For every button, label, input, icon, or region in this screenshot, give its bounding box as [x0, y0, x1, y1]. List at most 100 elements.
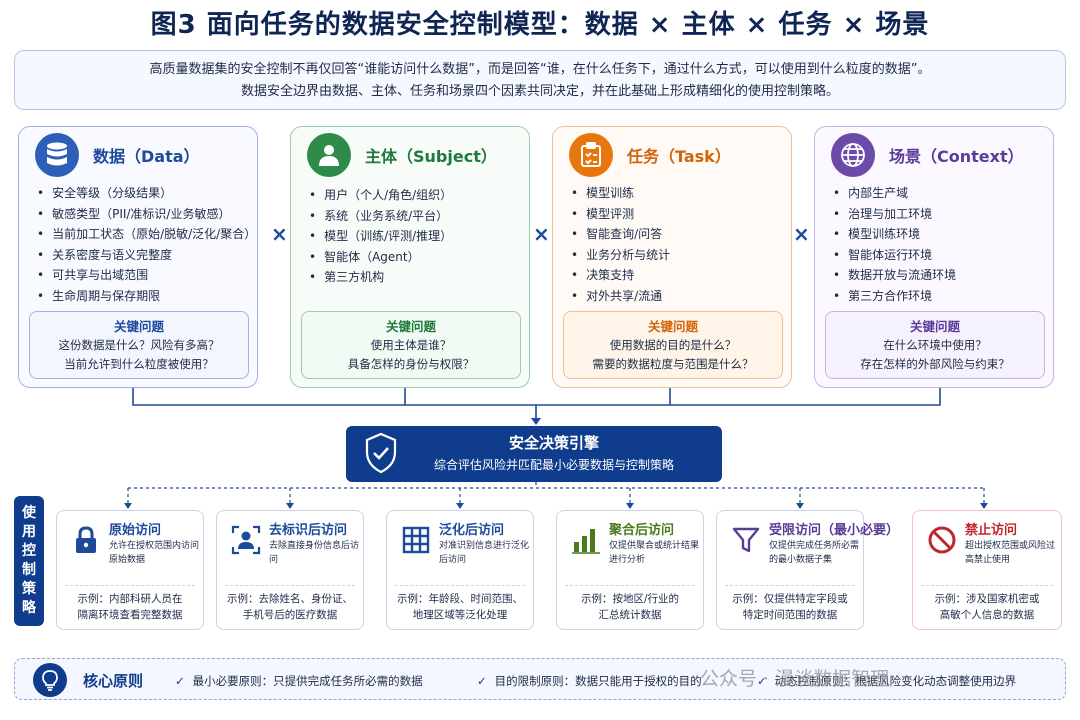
policy-restricted-access: 受限访问（最小必要） 仅提供完成任务所必需的最小数据子集 示例：仅提供特定字段或… — [716, 510, 899, 630]
card-title: 数据（Data） — [93, 147, 200, 166]
list-item: 模型评测 — [571, 204, 670, 225]
key-question-title: 关键问题 — [113, 319, 164, 334]
key-question-title: 关键问题 — [909, 319, 960, 334]
policy-example-line: 高敏个人信息的数据 — [939, 609, 1035, 621]
card-data: 数据（Data） 安全等级（分级结果） 敏感类型（PII/准标识/业务敏感） 当… — [18, 126, 258, 388]
principle-text: 动态控制原则：根据风险变化动态调整使用边界 — [774, 674, 1017, 688]
policy-title: 聚合后访问 — [609, 523, 675, 538]
strategy-label-char: 制 — [22, 562, 36, 578]
strategy-label-char: 使 — [22, 505, 36, 521]
globe-icon — [831, 133, 875, 177]
key-question-box: 关键问题 使用数据的目的是什么？ 需要的数据粒度与范围是什么？ — [563, 311, 783, 379]
principle-item: ✓动态控制原则：根据风险变化动态调整使用边界 — [757, 673, 1016, 689]
list-item: 关系密度与语义完整度 — [37, 245, 256, 266]
card-title: 主体（Subject） — [365, 147, 497, 166]
policy-example-line: 示例：涉及国家机密或 — [934, 593, 1040, 605]
core-principles-bar: 核心原则 ✓最小必要原则：只提供完成任务所必需的数据 ✓目的限制原则：数据只能用… — [14, 658, 1066, 700]
policy-title: 原始访问 — [109, 523, 162, 538]
list-item: 业务分析与统计 — [571, 245, 670, 266]
policy-example-line: 示例：内部科研人员在 — [77, 593, 183, 605]
policy-example: 示例：仅提供特定字段或 特定时间范围的数据 — [721, 591, 859, 623]
security-decision-engine: 安全决策引擎 综合评估风险并匹配最小必要数据与控制策略 — [346, 426, 722, 482]
list-item: 用户（个人/角色/组织） — [309, 185, 452, 206]
strategy-label: 使 用 控 制 策 略 — [14, 496, 44, 626]
principle-text: 最小必要原则：只提供完成任务所必需的数据 — [192, 674, 423, 688]
policy-example-line: 示例：仅提供特定字段或 — [732, 593, 848, 605]
clipboard-icon — [569, 133, 613, 177]
engine-subtitle: 综合评估风险并匹配最小必要数据与控制策略 — [433, 458, 674, 472]
check-icon: ✓ — [477, 674, 487, 688]
list-item: 对外共享/流通 — [571, 286, 670, 307]
policy-example-line: 隔离环境查看完整数据 — [77, 609, 183, 621]
policy-example-line: 地理区域等泛化处理 — [412, 609, 508, 621]
engine-title: 安全决策引擎 — [508, 434, 599, 452]
policy-desc: 仅提供聚合或统计结果进行分析 — [609, 541, 700, 565]
list-item: 智能体运行环境 — [833, 245, 956, 266]
list-item: 智能查询/问答 — [571, 224, 670, 245]
policy-raw-access: 原始访问 允许在授权范围内访问原始数据 示例：内部科研人员在 隔离环境查看完整数… — [56, 510, 204, 630]
list-item: 可共享与出域范围 — [37, 265, 256, 286]
policy-example: 示例：年龄段、时间范围、 地理区域等泛化处理 — [391, 591, 529, 623]
times-symbol: × — [533, 222, 550, 246]
lock-icon — [69, 523, 103, 557]
key-question-line: 在什么环境中使用？ — [883, 338, 987, 352]
card-title: 任务（Task） — [627, 147, 731, 166]
list-item: 第三方机构 — [309, 267, 452, 288]
list-item: 模型（训练/评测/推理） — [309, 226, 452, 247]
list-item: 模型训练 — [571, 183, 670, 204]
bar-chart-icon — [569, 523, 603, 557]
filter-icon — [729, 523, 763, 557]
principle-item: ✓目的限制原则：数据只能用于授权的目的 — [477, 673, 702, 689]
card-items: 内部生产域 治理与加工环境 模型训练环境 智能体运行环境 数据开放与流通环境 第… — [833, 183, 956, 306]
key-question-title: 关键问题 — [385, 319, 436, 334]
policy-example-line: 示例：去除姓名、身份证、 — [227, 593, 353, 605]
card-title: 场景（Context） — [889, 147, 1024, 166]
key-question-title: 关键问题 — [647, 319, 698, 334]
times-symbol: × — [793, 222, 810, 246]
anonymous-user-icon — [229, 523, 263, 557]
policy-title: 禁止访问 — [965, 523, 1018, 538]
list-item: 内部生产域 — [833, 183, 956, 204]
intro-box: 高质量数据集的安全控制不再仅回答“谁能访问什么数据”，而是回答“谁，在什么任务下… — [14, 50, 1066, 110]
list-item: 模型训练环境 — [833, 224, 956, 245]
key-question-box: 关键问题 在什么环境中使用？ 存在怎样的外部风险与约束？ — [825, 311, 1045, 379]
policy-title: 去标识后访问 — [269, 523, 348, 538]
card-context: 场景（Context） 内部生产域 治理与加工环境 模型训练环境 智能体运行环境… — [814, 126, 1054, 388]
policy-generalized-access: 泛化后访问 对准识别信息进行泛化后访问 示例：年龄段、时间范围、 地理区域等泛化… — [386, 510, 534, 630]
policy-aggregated-access: 聚合后访问 仅提供聚合或统计结果进行分析 示例：按地区/行业的 汇总统计数据 — [556, 510, 704, 630]
database-icon — [35, 133, 79, 177]
key-question-line: 存在怎样的外部风险与约束？ — [860, 357, 1010, 371]
card-task: 任务（Task） 模型训练 模型评测 智能查询/问答 业务分析与统计 决策支持 … — [552, 126, 792, 388]
core-title: 核心原则 — [83, 672, 144, 690]
key-question-line: 需要的数据粒度与范围是什么？ — [592, 357, 754, 371]
card-items: 模型训练 模型评测 智能查询/问答 业务分析与统计 决策支持 对外共享/流通 — [571, 183, 670, 306]
key-question-box: 关键问题 使用主体是谁？ 具备怎样的身份与权限？ — [301, 311, 521, 379]
times-symbol: × — [271, 222, 288, 246]
key-question-line: 具备怎样的身份与权限？ — [347, 357, 475, 371]
key-question-line: 当前允许到什么粒度被使用？ — [64, 357, 214, 371]
policy-example-line: 手机号后的医疗数据 — [242, 609, 338, 621]
policy-desc: 对准识别信息进行泛化后访问 — [439, 541, 530, 565]
list-item: 当前加工状态（原始/脱敏/泛化/聚合） — [37, 224, 256, 245]
grid-icon — [399, 523, 433, 557]
key-question-box: 关键问题 这份数据是什么？风险有多高？ 当前允许到什么粒度被使用？ — [29, 311, 249, 379]
key-question-line: 这份数据是什么？风险有多高？ — [58, 338, 220, 352]
lightbulb-icon — [33, 663, 67, 697]
policy-example-line: 汇总统计数据 — [598, 609, 662, 621]
list-item: 安全等级（分级结果） — [37, 183, 256, 204]
list-item: 系统（业务系统/平台） — [309, 206, 452, 227]
policy-desc: 去除直接身份信息后访问 — [269, 541, 360, 565]
policy-example: 示例：内部科研人员在 隔离环境查看完整数据 — [61, 591, 199, 623]
key-question-line: 使用数据的目的是什么？ — [609, 338, 737, 352]
list-item: 敏感类型（PII/准标识/业务敏感） — [37, 204, 256, 225]
policy-example: 示例：按地区/行业的 汇总统计数据 — [561, 591, 699, 623]
policy-desc: 允许在授权范围内访问原始数据 — [109, 541, 200, 565]
list-item: 治理与加工环境 — [833, 204, 956, 225]
policy-example-line: 特定时间范围的数据 — [742, 609, 838, 621]
watermark: 公众号 · 漫谈数据智理 — [700, 668, 890, 690]
policy-title: 泛化后访问 — [439, 523, 505, 538]
principle-item: ✓最小必要原则：只提供完成任务所必需的数据 — [175, 673, 423, 689]
list-item: 智能体（Agent） — [309, 247, 452, 268]
policy-desc: 仅提供完成任务所必需的最小数据子集 — [769, 541, 860, 565]
card-subject: 主体（Subject） 用户（个人/角色/组织） 系统（业务系统/平台） 模型（… — [290, 126, 530, 388]
